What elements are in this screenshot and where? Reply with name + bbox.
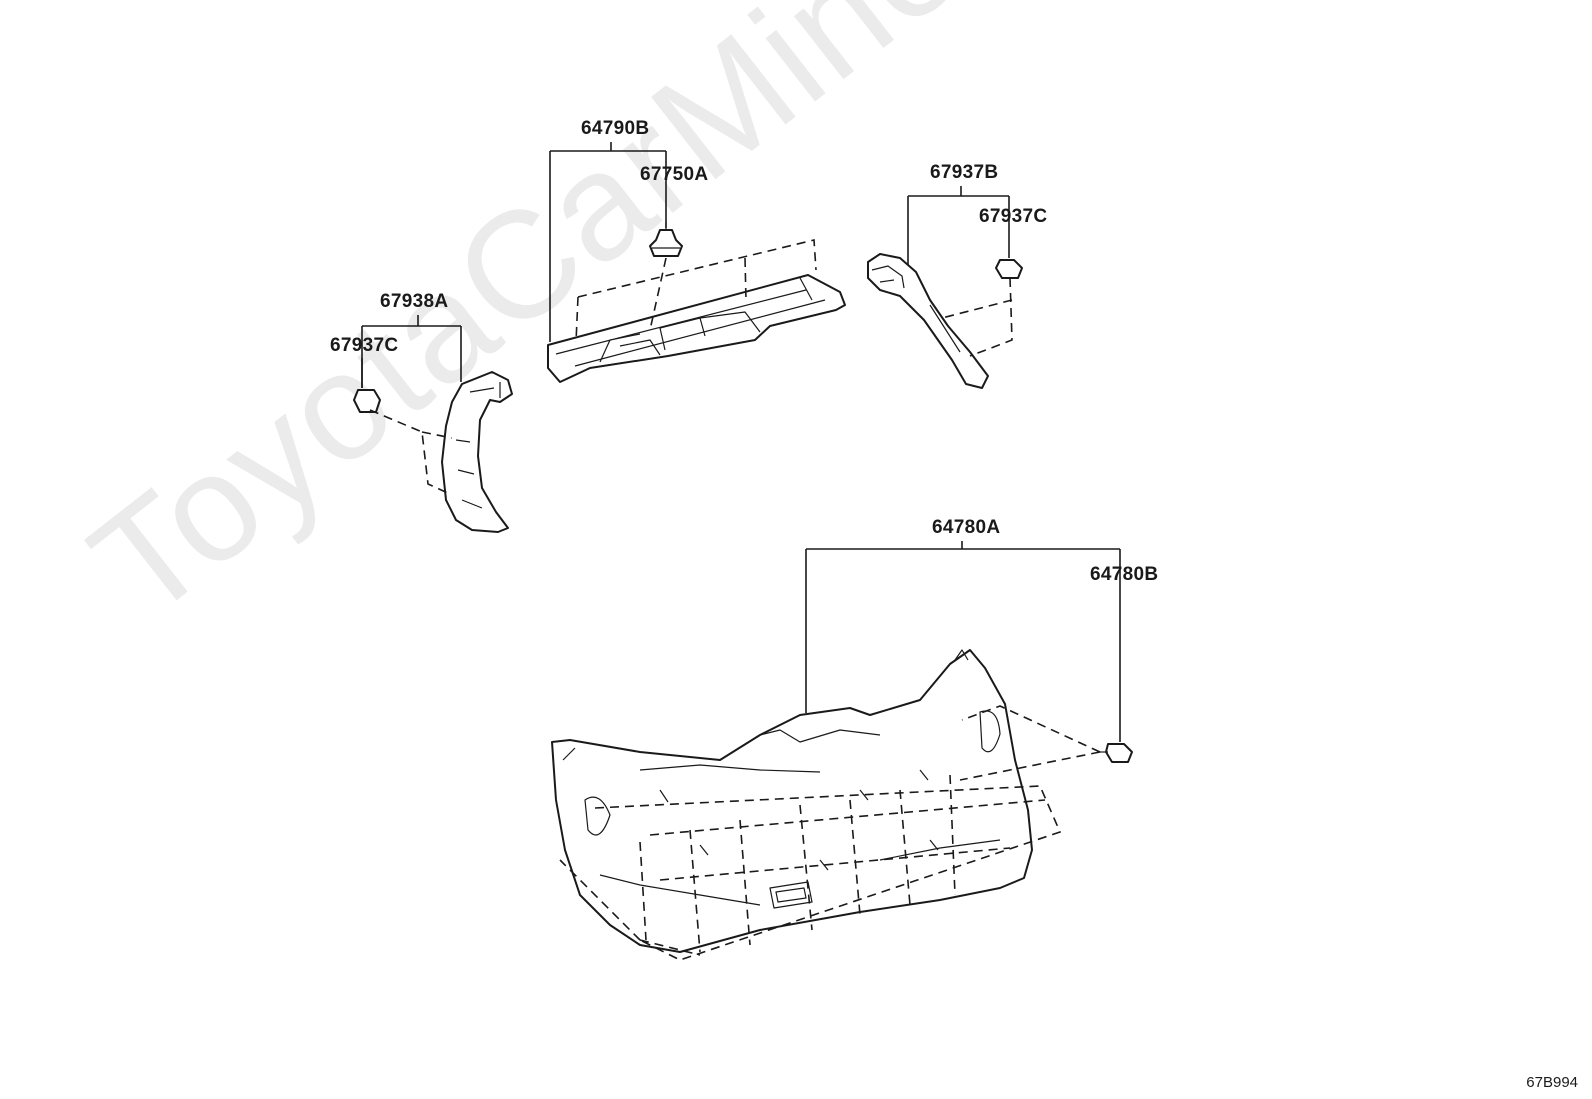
clip-67750A <box>649 222 683 257</box>
right-pillar-garnish <box>867 253 989 389</box>
upper-back-door-trim <box>547 274 846 383</box>
leader-67938A <box>361 315 462 388</box>
label-67937C-right: 67937C <box>979 206 1047 227</box>
label-64780A: 64780A <box>932 517 1000 538</box>
label-64790B: 64790B <box>581 118 649 139</box>
label-67937C-left: 67937C <box>330 335 398 356</box>
clip-67937C-right <box>995 259 1023 279</box>
dashed-guides-left-pillar <box>369 409 453 495</box>
label-64780B: 64780B <box>1090 564 1158 585</box>
dashed-guides-upper <box>575 238 817 343</box>
leader-64780A <box>805 541 1121 713</box>
leader-67937B <box>907 186 1010 273</box>
dashed-guides-right-pillar <box>941 277 1013 357</box>
diagram-code: 67B994 <box>1526 1074 1578 1091</box>
left-pillar-garnish <box>441 371 513 533</box>
clip-67937C-left <box>353 389 381 413</box>
leader-64790B <box>549 142 667 342</box>
dashed-guides-lower <box>559 705 1101 961</box>
label-67937B: 67937B <box>930 162 998 183</box>
clip-64780B <box>1100 743 1133 763</box>
back-door-trim-board <box>551 649 1033 953</box>
label-67750A: 67750A <box>640 164 708 185</box>
label-67938A: 67938A <box>380 291 448 312</box>
